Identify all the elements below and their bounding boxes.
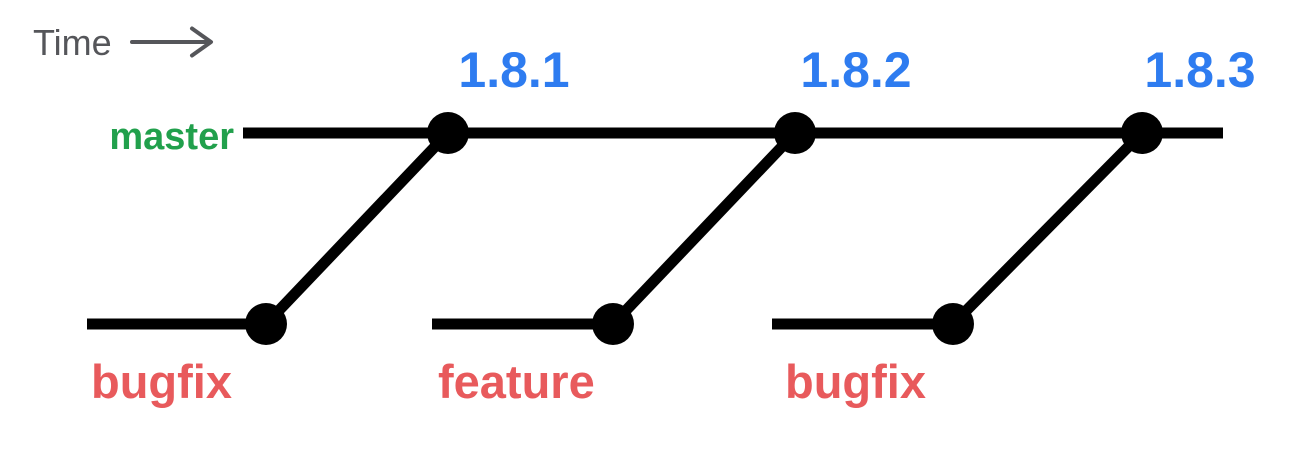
- bugfix-commit-dot-1: [245, 303, 287, 345]
- master-branch-label: master: [109, 116, 234, 158]
- bugfix-branch-label-1: bugfix: [91, 355, 232, 408]
- merge-line-3: [949, 129, 1146, 328]
- time-axis-label: Time: [33, 22, 112, 63]
- master-commit-dot-1: [427, 112, 469, 154]
- version-tag-1-8-1: 1.8.1: [458, 42, 569, 98]
- feature-branch-label: feature: [438, 355, 595, 408]
- master-commit-dot-3: [1121, 112, 1163, 154]
- time-arrow-icon: [130, 26, 213, 58]
- version-tag-1-8-3: 1.8.3: [1144, 42, 1255, 98]
- bugfix-commit-dot-2: [932, 303, 974, 345]
- master-commit-dot-2: [774, 112, 816, 154]
- merge-line-2: [609, 129, 799, 328]
- time-arrow-head: [190, 26, 213, 58]
- feature-commit-dot: [592, 303, 634, 345]
- bugfix-branch-label-2: bugfix: [785, 355, 926, 408]
- version-tag-1-8-2: 1.8.2: [800, 42, 911, 98]
- merge-line-1: [262, 129, 452, 328]
